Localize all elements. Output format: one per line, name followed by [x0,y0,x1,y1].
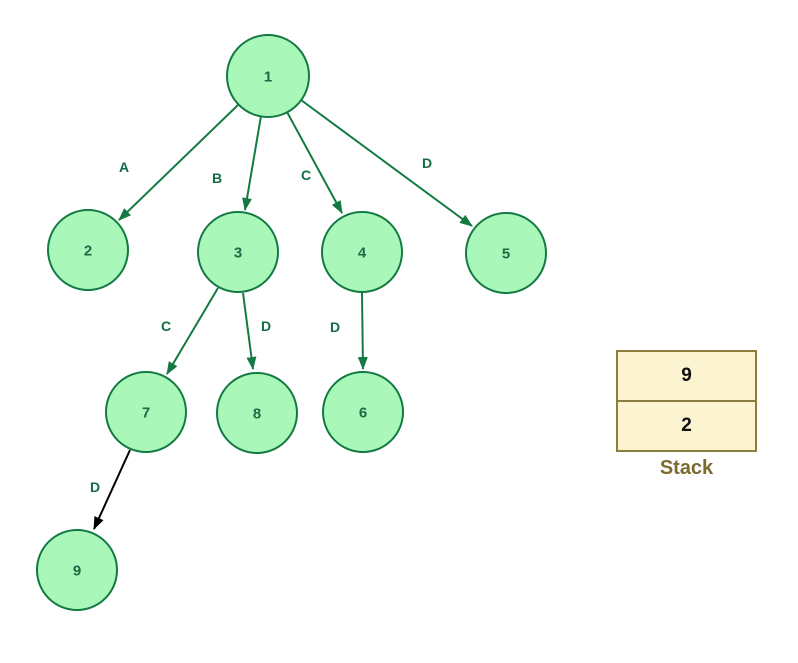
node-6 [322,371,404,453]
edge-label-c2: C [161,318,171,334]
node-2-label: 2 [84,243,92,260]
edge-3-7 [166,287,219,375]
edge-1-2 [118,103,240,221]
edge-3-8 [242,292,257,370]
node-8-label: 8 [253,406,261,423]
node-3 [197,211,279,293]
edge-label-a: A [119,159,129,175]
node-4 [321,211,403,293]
edge-1-5 [300,99,473,227]
edge-label-c1: C [301,167,311,183]
node-3-label: 3 [234,245,242,262]
edge-4-6 [357,292,368,370]
edge-label-d3: D [330,319,340,335]
node-2 [47,209,129,291]
node-7 [105,371,187,453]
node-4-label: 4 [358,245,367,262]
node-9-label: 9 [73,563,81,580]
node-8 [216,372,298,454]
node-9 [36,529,118,611]
edge-label-d1: D [422,155,432,171]
node-7-label: 7 [142,405,150,422]
node-5-label: 5 [502,246,510,263]
node-1 [226,34,310,118]
node-6-label: 6 [359,405,367,422]
edge-1-3 [242,115,262,211]
stack: 9 2 [616,350,757,452]
edge-label-b: B [212,170,222,186]
node-1-label: 1 [264,69,272,86]
edge-label-d2: D [261,318,271,334]
stack-title: Stack [659,457,714,479]
node-5 [465,212,547,294]
edge-label-d4: D [90,479,100,495]
edge-1-4 [286,111,343,214]
edge-7-9 [93,449,131,530]
stack-cell-bottom: 2 [681,415,692,436]
stack-cell-top: 9 [618,352,755,402]
